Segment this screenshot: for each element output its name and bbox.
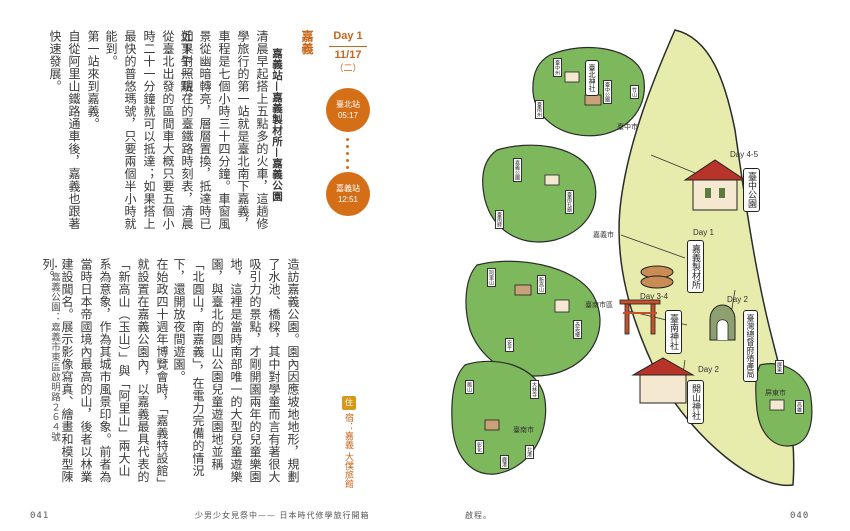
lodging-text: 宿：嘉義 大僕旅館 <box>343 413 353 488</box>
paragraph-6: 在始政四十週年博覽會時，「嘉義特設館」就設置在嘉義公園內，以嘉義最具代表的「新高… <box>41 258 169 484</box>
paragraph-1: 清晨早起搭上五點多的火車，這趟修學旅行的第一站就是臺北南下嘉義，車程是七個小時三… <box>179 30 269 230</box>
mini-label: 臺南驛 <box>495 210 504 229</box>
page-number-right: 040 <box>790 511 810 521</box>
mini-label: 屏東 <box>775 360 784 374</box>
section-heading-block: 嘉義 <box>286 30 316 240</box>
paragraph-3: 第一站來到嘉義。 <box>86 30 100 130</box>
mini-label: 鳳山 <box>465 380 474 394</box>
page-number-left: 041 <box>30 511 50 521</box>
mini-label: 阿里山 <box>487 268 496 287</box>
lumber-illustration <box>640 265 674 289</box>
day-tag-3-4: Day 3-4 <box>640 292 669 301</box>
paragraph-5: 造訪嘉義公園。園內因應坡地地形，規劃了水池、橋樑，其中對學童而言有著很大吸引力的… <box>172 258 300 483</box>
mini-label: 北港 <box>525 445 534 459</box>
mini-label: 新高山 <box>537 275 546 294</box>
station-time: 12:51 <box>337 195 359 204</box>
running-head-left: 少男少女見祭中—— 日本時代修學旅行開箱 <box>195 511 370 520</box>
taiwan-map <box>451 29 813 486</box>
station-name: 嘉義站 <box>336 184 360 193</box>
mini-label: 臺中州 <box>553 58 562 77</box>
torii-illustration <box>619 299 661 335</box>
station-chiayi: 嘉義站 12:51 <box>326 172 370 216</box>
region-west <box>465 260 601 377</box>
mini-label: 嘉義公園 <box>513 158 522 182</box>
mini-label: 赤崁樓 <box>573 320 582 339</box>
mini-label: 臺南孔廟 <box>565 190 574 214</box>
station-name: 臺北站 <box>336 100 360 109</box>
spot-chiayi-lumber: 嘉義製材所 <box>687 240 704 293</box>
station-time: 05:17 <box>337 111 359 120</box>
day-weekday: （二） <box>334 63 362 73</box>
mini-label: 鹿港 <box>500 455 509 469</box>
shrine-illustration <box>631 357 695 404</box>
region-central <box>482 144 597 243</box>
lodging-badge: 住 宿：嘉義 大僕旅館 <box>342 396 358 503</box>
right-page: Day 4-5 Day 1 Day 3-4 Day 2 Day 2 臺中公園 嘉… <box>425 0 850 531</box>
city-label: 臺南市區 <box>585 302 613 309</box>
day-date: 11/17 <box>334 49 362 61</box>
city-label: 嘉義市 <box>593 232 614 239</box>
mini-label: 臺南州 <box>535 100 544 119</box>
mini-label: 高雄 <box>795 400 804 414</box>
side-note: ・嘉義公園：嘉義市東區啟明路２６４號 <box>49 262 60 442</box>
spot-taichung-park: 臺中公園 <box>743 168 760 212</box>
spot-extra-1: 臺灣總督府殖產局 <box>743 310 758 382</box>
mini-label: 臺中公園 <box>603 80 612 104</box>
spot-tainan-shrine: 臺南神社 <box>665 310 682 354</box>
city-label: 屏東市 <box>765 390 786 397</box>
city-label: 臺中市 <box>617 124 638 131</box>
mini-label: 安平 <box>505 338 514 352</box>
station-taipei: 臺北站 05:17 <box>326 88 370 132</box>
mini-label: 彰化 <box>475 440 484 454</box>
mini-label: 大林寺 <box>530 380 539 399</box>
mini-label: 竹山 <box>630 85 639 99</box>
arch-illustration <box>709 304 736 341</box>
spot-extra-2: 臺北神社 <box>585 60 599 96</box>
paragraph-4: 自從阿里山鐵路通車後，嘉義也跟著快速發展。 <box>48 30 81 230</box>
day-tag-2b: Day 2 <box>698 365 719 374</box>
day-title: Day 1 <box>333 30 363 42</box>
left-page: 嘉義 嘉義站—嘉義製材所—嘉義公園 清晨早起搭上五點多的火車，這趟修學旅行的第一… <box>30 30 373 521</box>
day-tag-2a: Day 2 <box>727 295 748 304</box>
day-tag-1: Day 1 <box>693 228 714 237</box>
city-label: 臺南市 <box>513 427 534 434</box>
spot-kaishan-shrine: 開山神社 <box>687 380 704 424</box>
day-tag-4-5: Day 4-5 <box>730 150 759 159</box>
running-head-right: 啟程。 <box>465 511 492 520</box>
paragraph-2: 如果對照現在的臺鐵路時刻表，清晨從臺北出發的區間車大概只要五個小時二十一分鐘就可… <box>104 30 194 230</box>
small-buildings <box>484 71 785 431</box>
day-column: Day 1 11/17 （二） <box>323 30 373 74</box>
taichung-park-illustration <box>683 159 747 211</box>
route-line: 嘉義站—嘉義製材所—嘉義公園 <box>271 48 283 202</box>
lodging-icon: 住 <box>342 396 356 410</box>
section-heading: 嘉義 <box>300 30 314 55</box>
